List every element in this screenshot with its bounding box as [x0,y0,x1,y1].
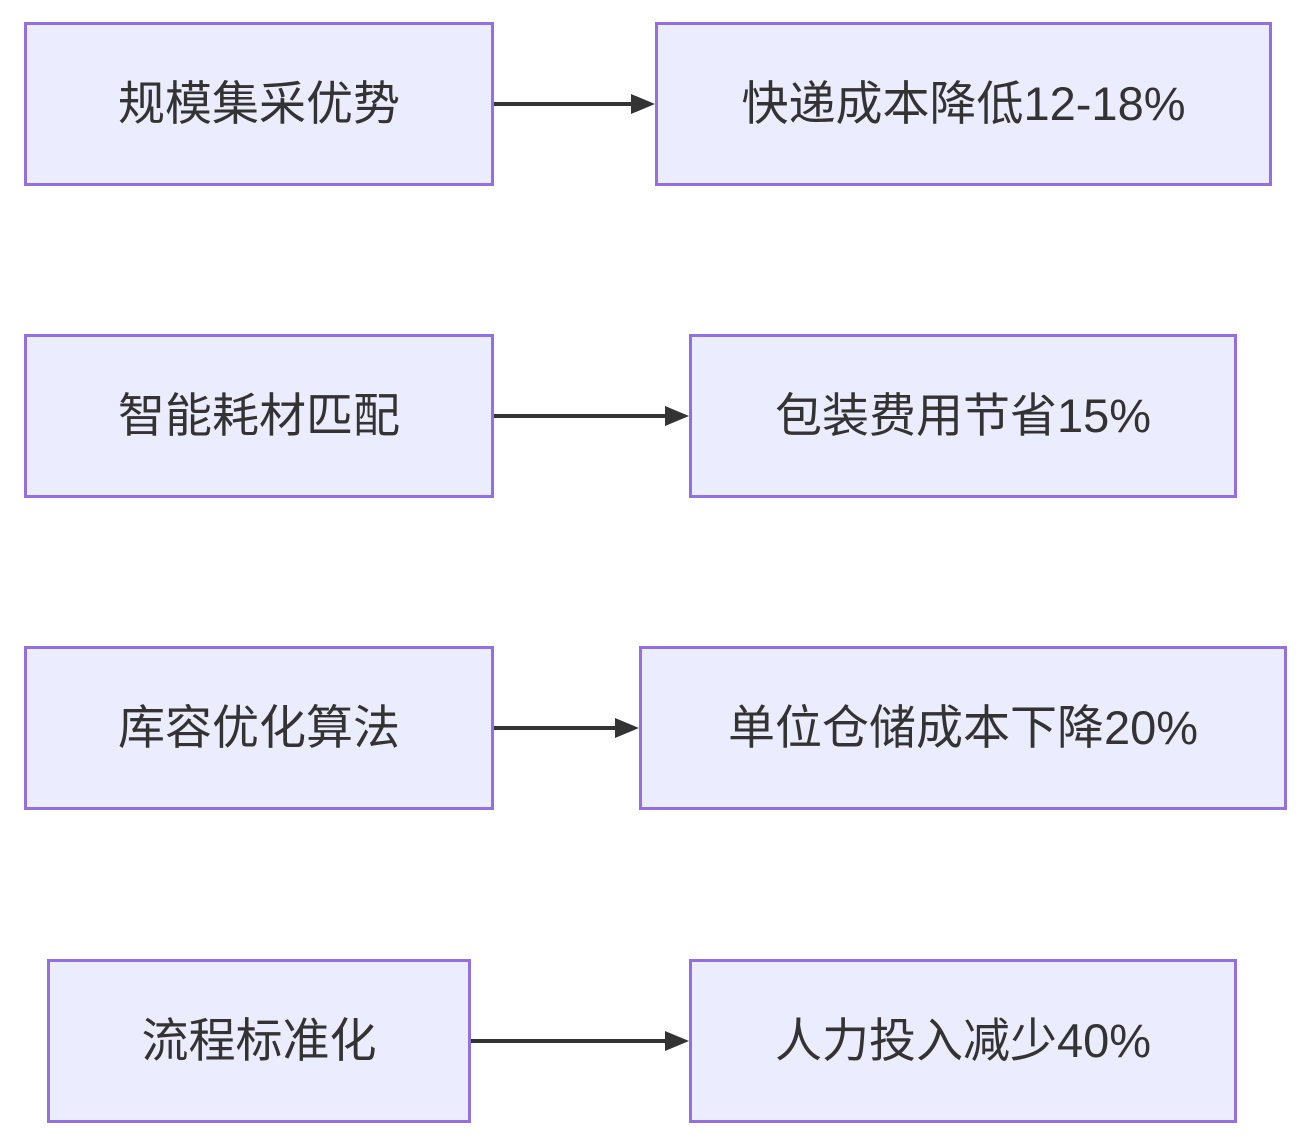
arrow-connector-2 [494,406,689,426]
node-effect-4: 人力投入减少40% [689,959,1237,1123]
arrow-line [471,1039,665,1043]
arrow-connector-3 [494,718,639,738]
node-cause-1: 规模集采优势 [24,22,494,186]
node-cause-4: 流程标准化 [47,959,471,1123]
node-effect-2: 包装费用节省15% [689,334,1237,498]
arrowhead-right-icon [615,718,639,738]
arrow-line [494,414,665,418]
node-cause-2: 智能耗材匹配 [24,334,494,498]
arrow-line [494,726,615,730]
arrow-line [494,102,631,106]
node-effect-1: 快递成本降低12-18% [655,22,1272,186]
arrow-connector-1 [494,94,655,114]
node-cause-3: 库容优化算法 [24,646,494,810]
arrowhead-right-icon [665,1031,689,1051]
node-effect-3: 单位仓储成本下降20% [639,646,1287,810]
arrowhead-right-icon [665,406,689,426]
arrowhead-right-icon [631,94,655,114]
arrow-connector-4 [471,1031,689,1051]
